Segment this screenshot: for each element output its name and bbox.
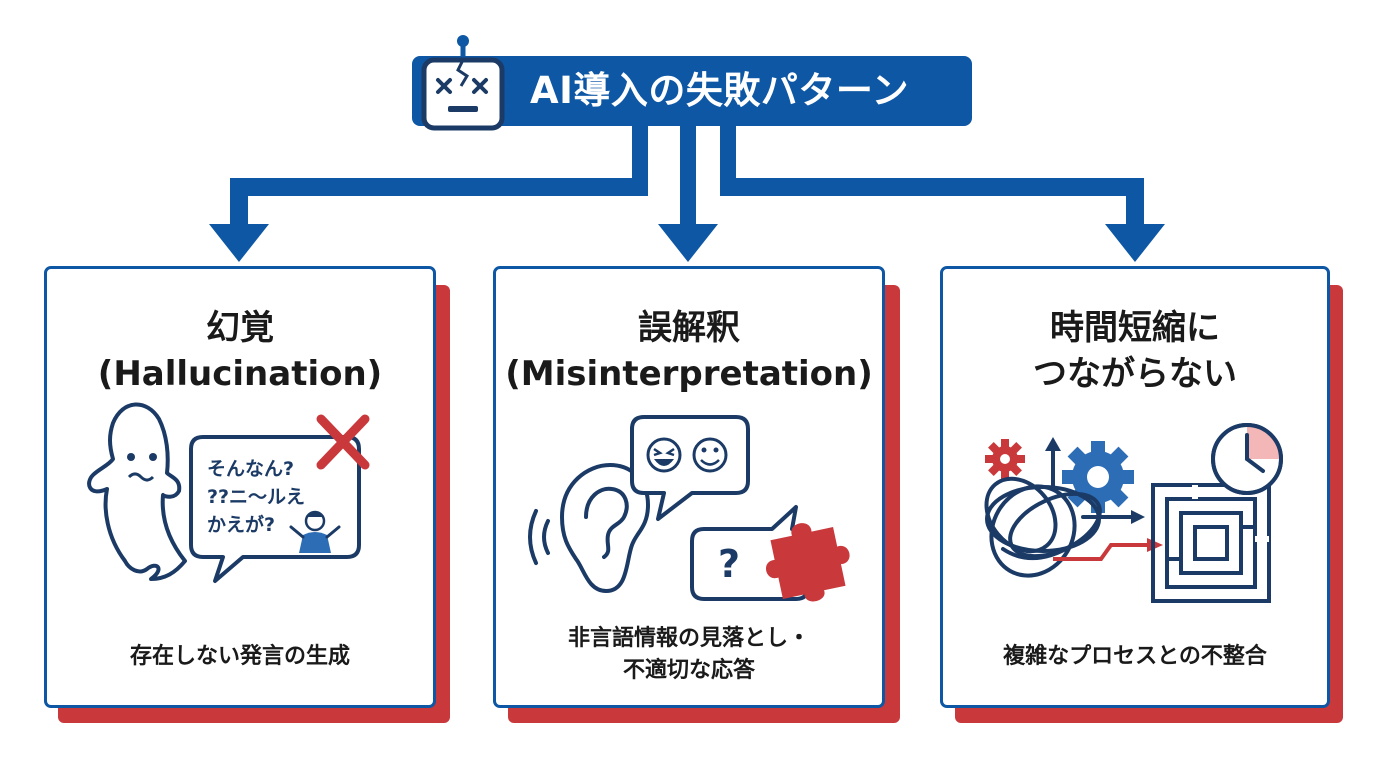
- card-title-line2: (Misinterpretation): [505, 354, 873, 394]
- gear-icon: [1062, 441, 1134, 513]
- puzzle-piece-icon: [766, 523, 850, 602]
- card-description-line1: 非言語情報の見落とし・: [567, 626, 810, 651]
- card-title-line2: (Hallucination): [97, 354, 383, 394]
- ghost-icon: [87, 402, 187, 581]
- clock-icon: [1211, 423, 1283, 495]
- red-gear-icon: [985, 439, 1025, 479]
- card-title: 時間短縮に つながらない: [943, 305, 1327, 397]
- bubble-line-2: ??ニ〜ルえ: [207, 486, 306, 508]
- card-title-line2: つながらない: [1033, 354, 1237, 394]
- card-description: 非言語情報の見落とし・ 不適切な応答: [496, 623, 882, 687]
- card-title-line1: 誤解釈: [638, 308, 740, 348]
- card-description-line1: 存在しない発言の生成: [129, 644, 350, 669]
- card-title-line1: 幻覚: [206, 308, 274, 348]
- broken-robot-icon: [414, 35, 512, 131]
- tangled-lines-icon: [984, 476, 1145, 578]
- process-illustration: [984, 423, 1283, 603]
- confused-person-icon: [289, 510, 341, 553]
- card-description: 存在しない発言の生成: [47, 641, 433, 673]
- card-no-time-saving: 時間短縮に つながらない: [940, 266, 1330, 708]
- card-description-line1: 複雑なプロセスとの不整合: [1003, 644, 1267, 669]
- hallucination-illustration: [87, 402, 370, 583]
- ear-icon: [560, 463, 650, 593]
- red-x-icon: [316, 414, 370, 470]
- bubble-line-1: そんなん?: [207, 458, 295, 480]
- title-bar: AI導入の失敗パターン: [412, 35, 972, 131]
- card-title: 幻覚 (Hallucination): [47, 305, 433, 397]
- sound-waves-icon: [528, 509, 550, 565]
- card-hallucination: 幻覚 (Hallucination) そんなん? ??ニ〜ル: [44, 266, 436, 708]
- card-description: 複雑なプロセスとの不整合: [943, 641, 1327, 673]
- emoji-bubble-icon: [630, 415, 750, 521]
- bubble-line-3: かえが?: [207, 514, 276, 536]
- card-title: 誤解釈 (Misinterpretation): [496, 305, 882, 397]
- maze-icon: [1151, 483, 1271, 603]
- up-arrow-icon: [1045, 437, 1061, 491]
- card-misinterpretation: 誤解釈 (Misinterpretation): [493, 266, 885, 708]
- card-title-line1: 時間短縮に: [1050, 308, 1220, 348]
- card-description-line2: 不適切な応答: [622, 658, 755, 683]
- question-mark: ?: [718, 542, 741, 586]
- hallucination-bubble-text: そんなん? ??ニ〜ルえ かえが?: [207, 455, 305, 539]
- misinterpretation-illustration: [528, 415, 850, 602]
- page-title: AI導入の失敗パターン: [530, 69, 910, 112]
